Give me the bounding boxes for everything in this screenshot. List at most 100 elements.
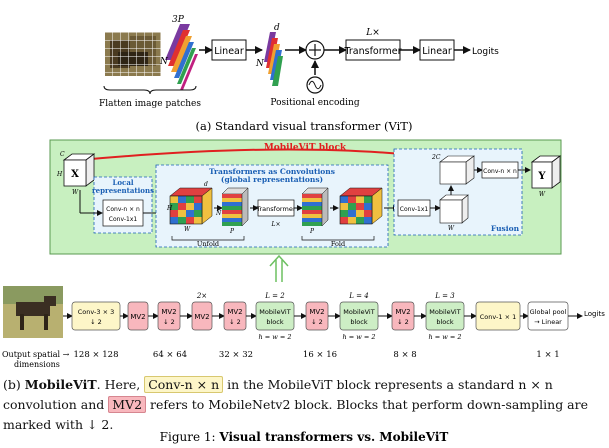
pipeline-block-10-line1: Conv-1 × 1 xyxy=(480,313,517,321)
figure-title: Visual transformers vs. MobileViT xyxy=(218,430,448,444)
pipeline-block-9-line2: block xyxy=(436,318,453,326)
pipeline-block-6-line2: ↓ 2 xyxy=(311,318,323,326)
size-64: 64 × 64 xyxy=(153,350,187,360)
patch-cube-2 xyxy=(339,187,383,225)
pipeline-block-8-line1: MV2 xyxy=(395,308,410,316)
pipeline-block-7-line1: MobileViT xyxy=(343,308,374,316)
fusion-cube-concat xyxy=(439,161,467,185)
g-repeat-label: L× xyxy=(270,221,280,228)
spatial-label-2: dimensions xyxy=(14,360,60,369)
pipeline-block-2-line2: ↓ 2 xyxy=(163,318,175,326)
pipeline-block-4-line2: ↓ 2 xyxy=(229,318,241,326)
dim-d: d xyxy=(274,23,280,33)
fold-stack xyxy=(301,187,329,227)
pipeline-block-3-line1: MV2 xyxy=(194,313,209,321)
repeat-label: L× xyxy=(365,28,380,38)
fusion-conv-nxn-label: Conv-n × n xyxy=(483,168,517,175)
fold-label: Fold xyxy=(331,240,345,248)
caption-b-t3: refers to MobileNetv2 block. Blocks that… xyxy=(3,397,589,432)
pipeline-block-5-line2: block xyxy=(266,318,283,326)
unfold-dim-n: N xyxy=(215,210,222,217)
output-y-label: Y xyxy=(537,171,546,182)
pipeline-block-11-line2: → Linear xyxy=(534,318,562,326)
fusion-conv1-label: Conv-1x1 xyxy=(400,206,429,213)
caption-a: (a) Standard visual transformer (ViT) xyxy=(196,119,413,133)
pipeline-block-8-line2: ↓ 2 xyxy=(397,318,409,326)
local-conv-nxn: Conv-n × n xyxy=(106,206,140,213)
transformer-label: Transformer xyxy=(343,46,401,57)
x-dim-w: W xyxy=(72,189,79,196)
patch-stack-1 xyxy=(165,24,198,90)
size-32: 32 × 32 xyxy=(219,350,253,360)
pipeline-block-5-above: L = 2 xyxy=(264,292,285,300)
pipeline-block-0-line1: Conv-3 × 3 xyxy=(78,308,115,316)
pipeline-block-5-line1: MobileViT xyxy=(259,308,290,316)
unfold-stack xyxy=(221,187,249,227)
pipeline-block-4-line1: MV2 xyxy=(227,308,242,316)
pipeline-block-5-below: h = w = 2 xyxy=(258,333,291,341)
output-y-cube xyxy=(530,155,562,189)
size-16: 16 × 16 xyxy=(303,350,337,360)
dim-n: N xyxy=(159,57,169,67)
local-conv-1x1: Conv-1x1 xyxy=(109,216,138,223)
caption-b: (b) MobileViT. Here, Conv-n × n in the M… xyxy=(3,375,606,435)
figure-caption: Figure 1: Visual transformers vs. Mobile… xyxy=(160,430,449,444)
pipeline-block-9-below: h = w = 2 xyxy=(428,333,461,341)
fold-dim-p: P xyxy=(309,228,315,235)
input-x-label: X xyxy=(71,169,79,180)
pipeline-block-11-line1: Global pool xyxy=(530,308,567,316)
vit-logits: Logits xyxy=(472,47,499,57)
g-transformer-label: Transformer xyxy=(255,205,295,213)
local-conv-box xyxy=(102,199,144,227)
input-image-patches xyxy=(105,32,161,76)
fusion-dim-w: W xyxy=(448,225,455,232)
g-dim-d: d xyxy=(204,181,208,188)
dim-n-2: N xyxy=(255,59,265,69)
pipeline-block-6-line1: MV2 xyxy=(309,308,324,316)
positional-encoding-label: Positional encoding xyxy=(270,98,359,108)
caption-b-prefix: (b) xyxy=(3,377,25,392)
pipeline-block-9-above: L = 3 xyxy=(434,292,455,300)
x-dim-c: C xyxy=(60,151,65,158)
pipeline-logits: Logits xyxy=(584,310,605,318)
global-rep-title: Transformers as Convolutions(global repr… xyxy=(209,167,335,184)
vit-diagram: 3P N Linear d N Positional encoding Tran… xyxy=(99,15,499,109)
size-8: 8 × 8 xyxy=(393,350,416,360)
zoom-up-arrow xyxy=(269,254,289,282)
caption-b-conv: Conv-n × n xyxy=(144,376,224,393)
linear-label-2: Linear xyxy=(422,46,452,57)
fusion-dim-2c: 2C xyxy=(431,154,441,161)
size-1: 1 × 1 xyxy=(536,350,559,360)
pipeline-block-1-line1: MV2 xyxy=(130,313,145,321)
dim-3p: 3P xyxy=(172,15,185,25)
spatial-label-1: Output spatial → xyxy=(2,350,70,359)
pipeline-block-3-above: 2× xyxy=(196,292,207,300)
linear-label-1: Linear xyxy=(214,46,244,57)
mobilevit-block-title: MobileViT block xyxy=(264,143,347,153)
pipeline-block-7-above: L = 4 xyxy=(348,292,368,300)
g-dim-h: H xyxy=(166,205,173,212)
input-x-cube xyxy=(62,153,96,187)
fusion-title: Fusion xyxy=(491,224,520,233)
pipeline-block-2-line1: MV2 xyxy=(161,308,176,316)
embedding-stack xyxy=(264,32,283,86)
pipeline-block-7-line2: block xyxy=(350,318,367,326)
patch-cube-1 xyxy=(169,187,213,225)
pipeline-block-9-line1: MobileViT xyxy=(429,308,460,316)
x-dim-h: H xyxy=(56,171,63,178)
pipeline-block-7-below: h = w = 2 xyxy=(342,333,375,341)
dog-image xyxy=(3,286,63,338)
pipeline-block-0-line2: ↓ 2 xyxy=(90,318,102,326)
unfold-dim-p: P xyxy=(229,228,235,235)
y-dim-w: W xyxy=(539,191,546,198)
figure-label: Figure 1: xyxy=(160,430,220,444)
size-128: 128 × 128 xyxy=(74,350,119,360)
caption-b-mv2: MV2 xyxy=(108,396,147,413)
caption-b-name: MobileViT xyxy=(24,377,97,392)
fusion-cube-small xyxy=(439,199,463,224)
g-dim-w: W xyxy=(184,226,191,233)
